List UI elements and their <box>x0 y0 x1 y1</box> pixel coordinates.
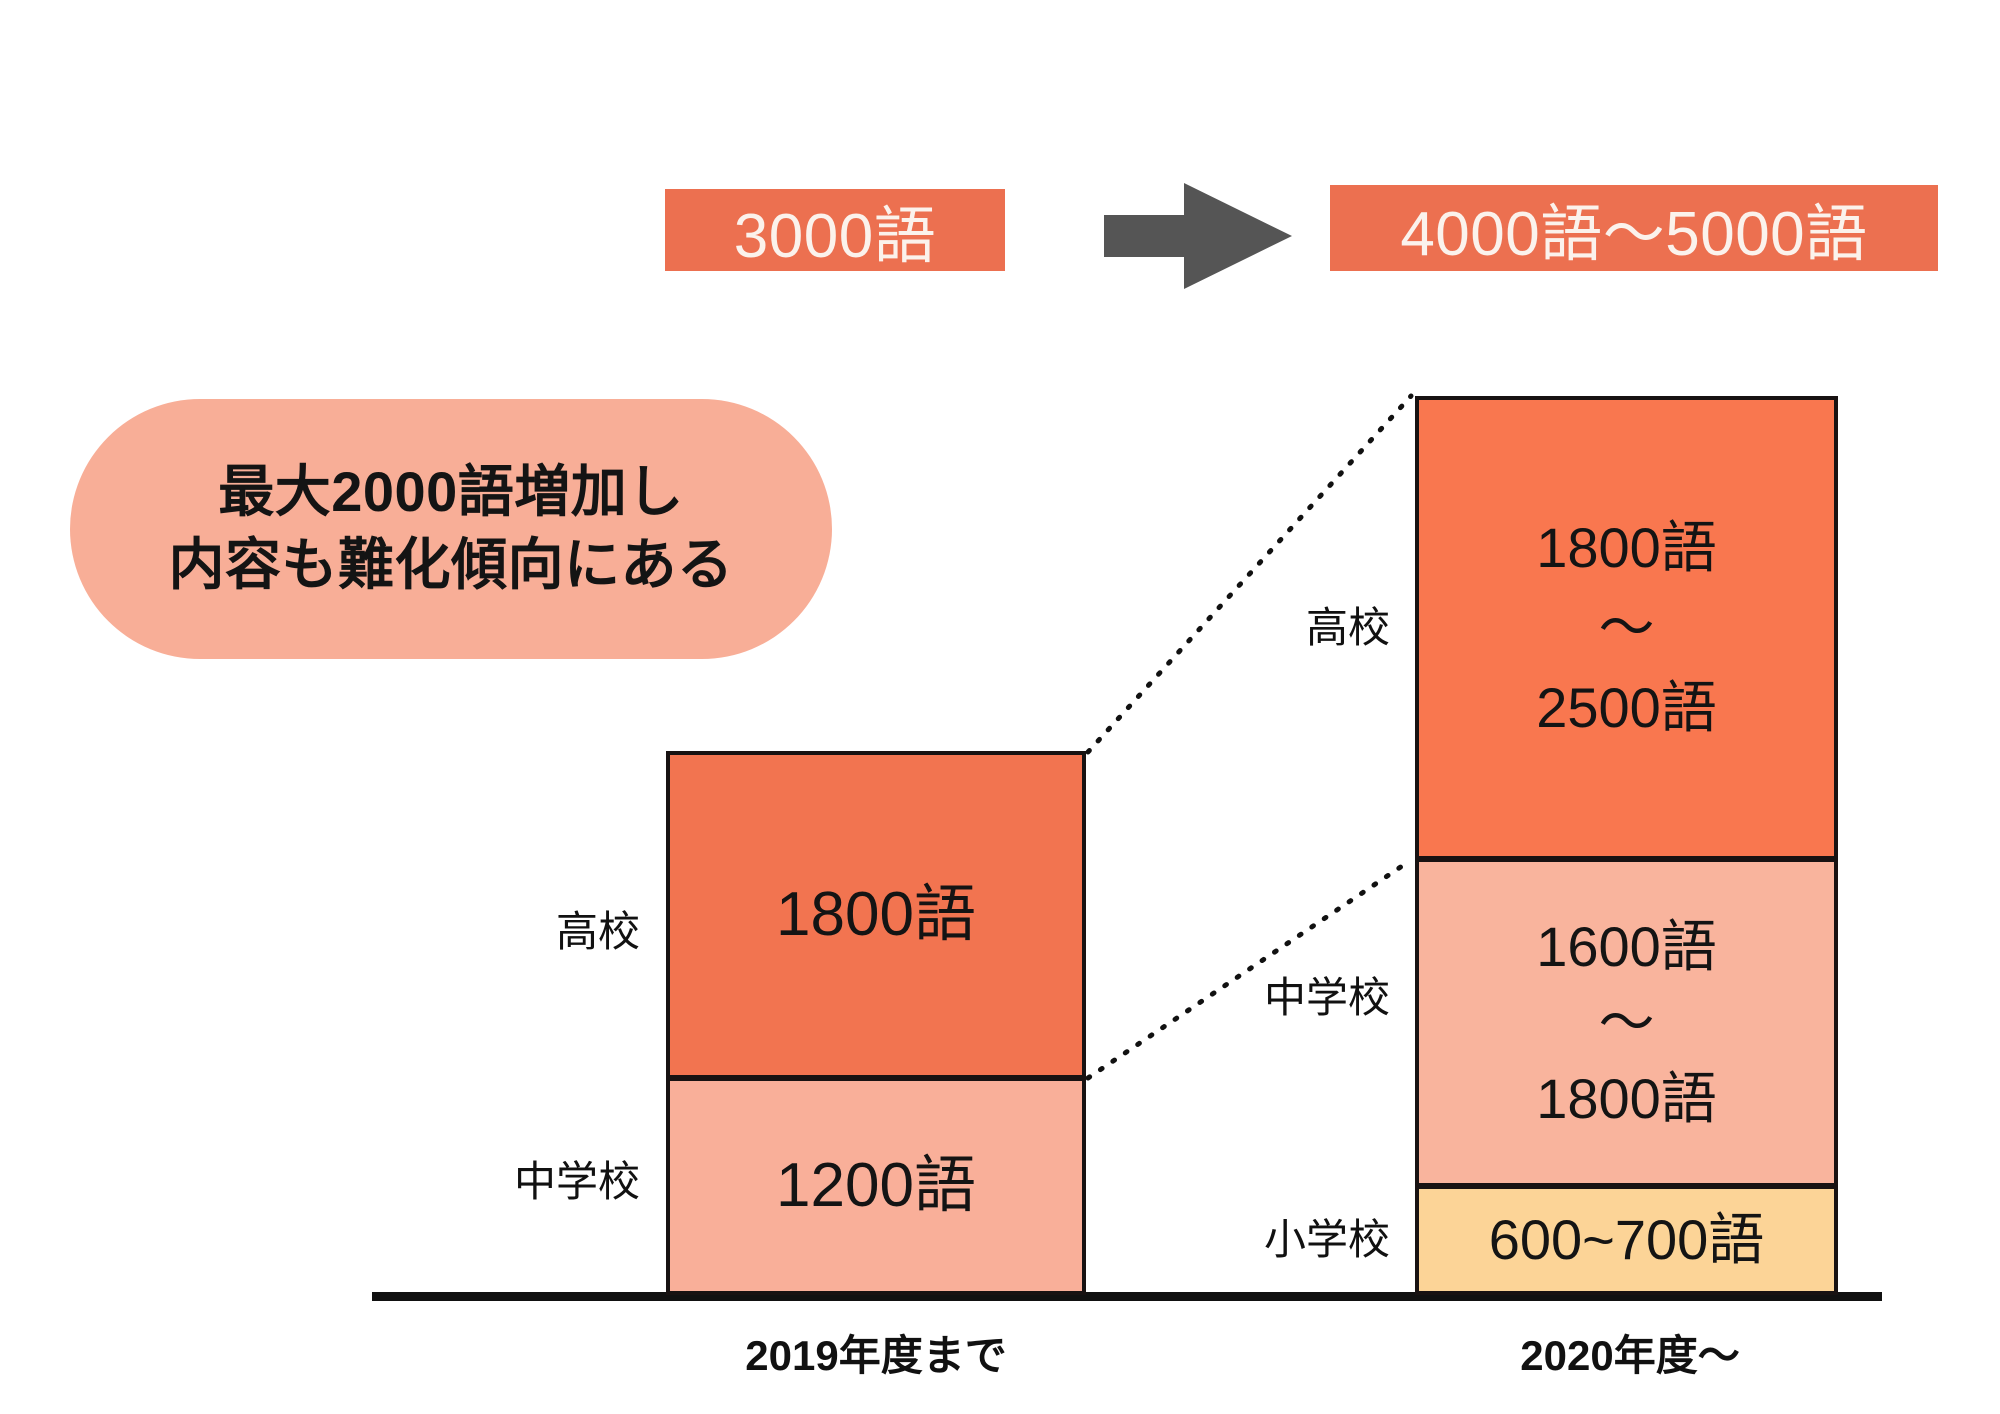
stacked-bar-after: 1800語 〜 2500語 1600語 〜 1800語 600~700語 <box>1415 396 1838 1295</box>
bar-segment-high-school-after-tilde: 〜 <box>1598 596 1655 659</box>
stacked-bar-before: 1800語 1200語 <box>666 751 1086 1295</box>
category-label-junior-high-after: 中学校 <box>1263 974 1390 1021</box>
bar-segment-high-school-after-min: 1800語 <box>1536 516 1717 579</box>
bar-segment-elementary-after-value: 600~700語 <box>1488 1208 1765 1271</box>
bar-segment-junior-high-after-tilde: 〜 <box>1598 990 1655 1054</box>
bar-segment-elementary-after: 600~700語 <box>1415 1185 1838 1295</box>
total-banner-after: 4000語〜5000語 <box>1330 185 1938 271</box>
category-label-elementary-after: 小学校 <box>1263 1216 1390 1263</box>
axis-caption-before: 2019年度まで <box>745 1332 1007 1379</box>
bar-segment-high-school-after: 1800語 〜 2500語 <box>1415 396 1838 860</box>
category-label-high-school-after: 高校 <box>1305 604 1390 651</box>
bar-segment-junior-high-after-max: 1800語 <box>1536 1066 1717 1130</box>
bar-segment-high-school-before: 1800語 <box>666 751 1086 1079</box>
bar-segment-high-school-after-max: 2500語 <box>1536 676 1717 739</box>
callout-line-2: 内容も難化傾向にある <box>168 533 734 596</box>
connector-top <box>1085 393 1414 755</box>
category-label-junior-high-before: 中学校 <box>513 1158 640 1205</box>
axis-caption-after: 2020年度〜 <box>1520 1332 1740 1379</box>
total-banner-before: 3000語 <box>665 189 1005 271</box>
bar-segment-junior-high-after: 1600語 〜 1800語 <box>1415 858 1838 1187</box>
total-banner-before-label: 3000語 <box>733 202 937 271</box>
callout-bubble: 最大2000語増加し 内容も難化傾向にある <box>70 399 832 659</box>
callout-line-1: 最大2000語増加し <box>218 460 684 524</box>
bar-segment-high-school-before-value: 1800語 <box>776 880 976 949</box>
bar-segment-junior-high-before: 1200語 <box>666 1077 1086 1295</box>
axis-baseline <box>372 1292 1882 1301</box>
bar-segment-junior-high-before-value: 1200語 <box>776 1151 976 1220</box>
category-label-high-school-before: 高校 <box>555 908 640 955</box>
bar-segment-junior-high-after-min: 1600語 <box>1536 914 1717 978</box>
total-banner-after-label: 4000語〜5000語 <box>1400 200 1868 269</box>
arrow-right-icon <box>1104 183 1292 289</box>
